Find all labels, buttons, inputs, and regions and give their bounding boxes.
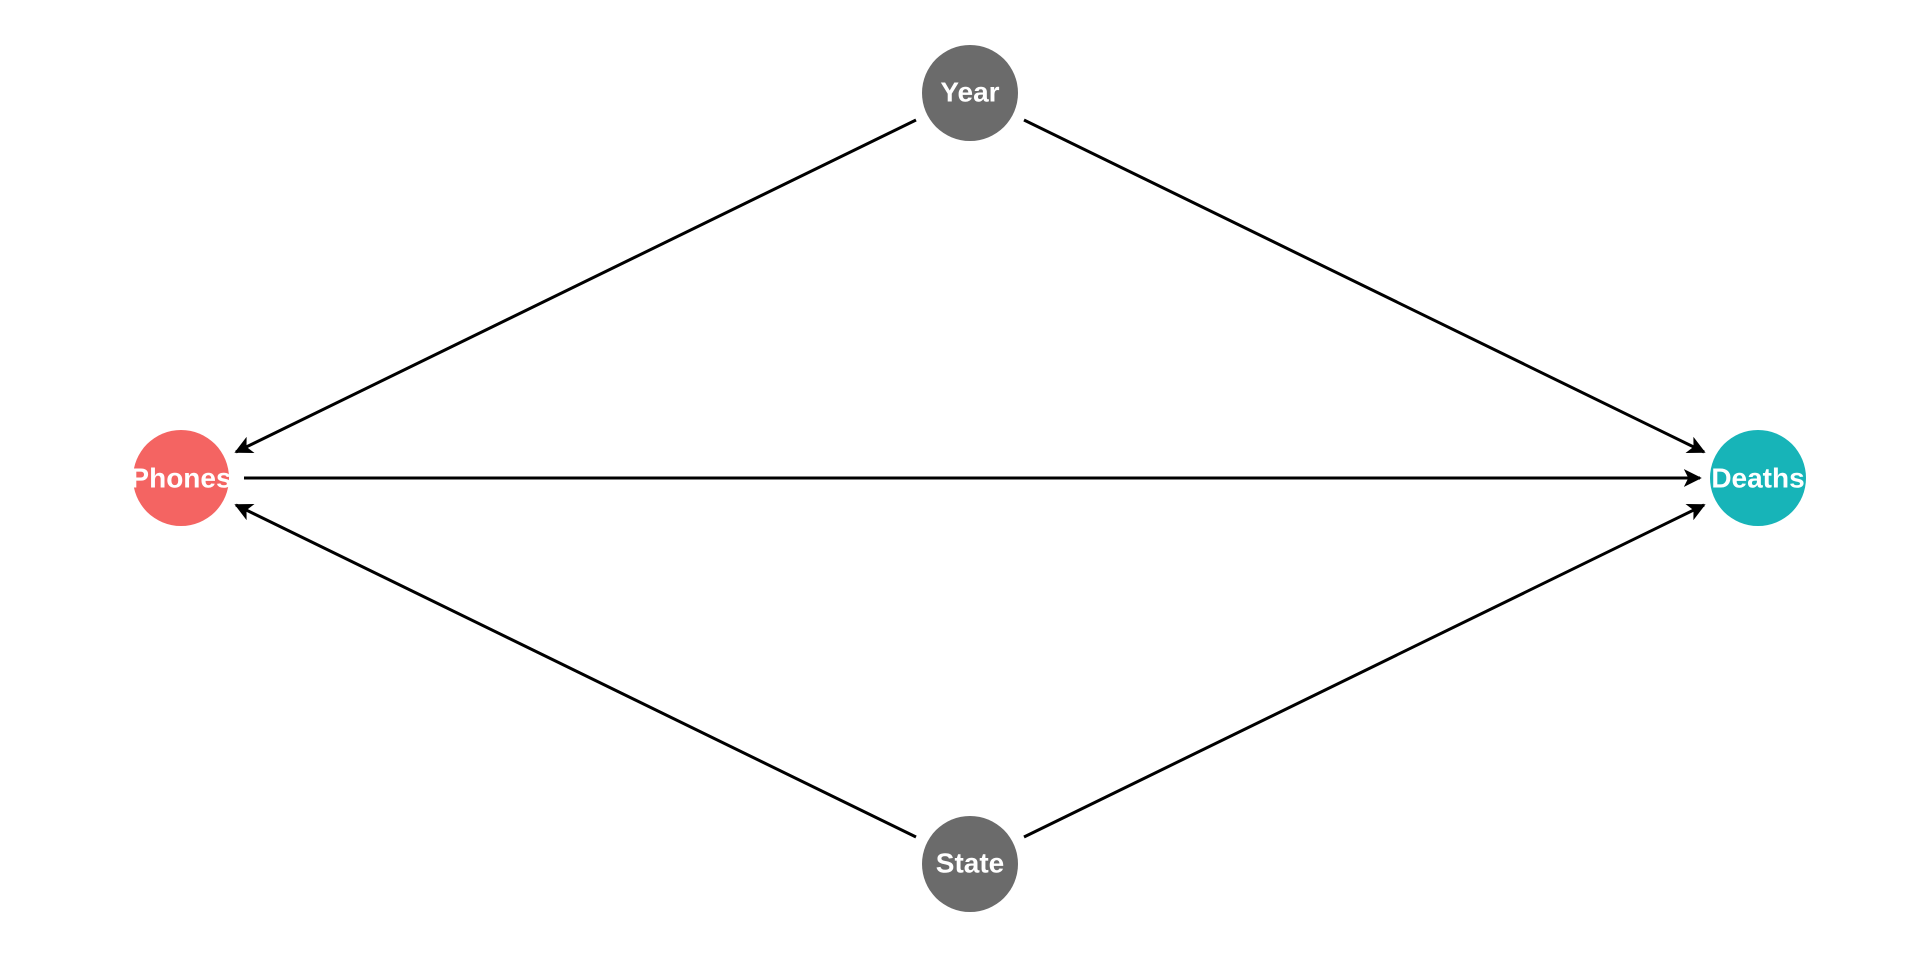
- edges: [234, 118, 1706, 839]
- edge-state-to-phones: [234, 503, 917, 839]
- node-phones-circle: [133, 430, 229, 526]
- node-deaths-label: Deaths: [1711, 462, 1804, 493]
- node-deaths-circle: [1710, 430, 1806, 526]
- node-phones-label: Phones: [130, 462, 231, 493]
- edge-year-to-deaths: [1023, 118, 1706, 454]
- node-deaths: Deaths: [1710, 430, 1806, 526]
- edge-year-to-phones: [234, 118, 917, 454]
- node-year-circle: [922, 45, 1018, 141]
- node-state: State: [922, 816, 1018, 912]
- node-state-circle: [922, 816, 1018, 912]
- node-year: Year: [922, 45, 1018, 141]
- node-state-label: State: [936, 847, 1004, 878]
- node-year-label: Year: [940, 76, 999, 107]
- edge-state-to-deaths: [1023, 503, 1706, 839]
- node-phones: Phones: [130, 430, 232, 526]
